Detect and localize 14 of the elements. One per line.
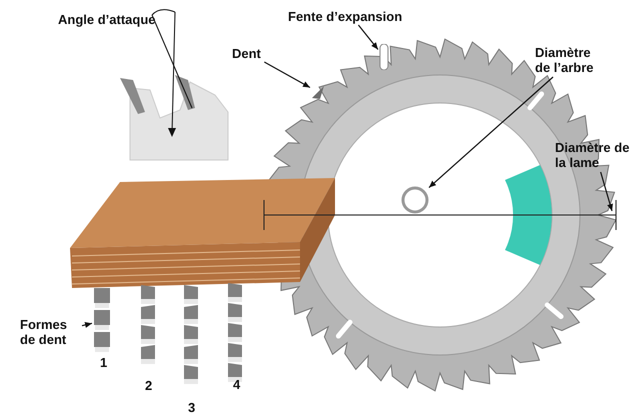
tooth-set-number: 2 <box>145 378 152 393</box>
callout-label: Dent <box>232 46 262 61</box>
leader-line <box>264 61 310 88</box>
callout-label: Formes de dent <box>20 317 68 347</box>
tooth-set-number: 4 <box>233 377 240 392</box>
leader-line <box>82 322 92 328</box>
leader-line <box>358 24 378 50</box>
tooth-set-number: 1 <box>100 355 108 370</box>
leader-line <box>428 76 554 188</box>
callout-label: Angle d’attaque <box>58 12 156 27</box>
tooth-set-number: 3 <box>188 400 196 415</box>
callout-label: Diamètre de la lame <box>555 140 630 170</box>
callout-label: Fente d’expansion <box>288 9 404 24</box>
callout-label: Diamètre de l’arbre <box>535 45 595 75</box>
